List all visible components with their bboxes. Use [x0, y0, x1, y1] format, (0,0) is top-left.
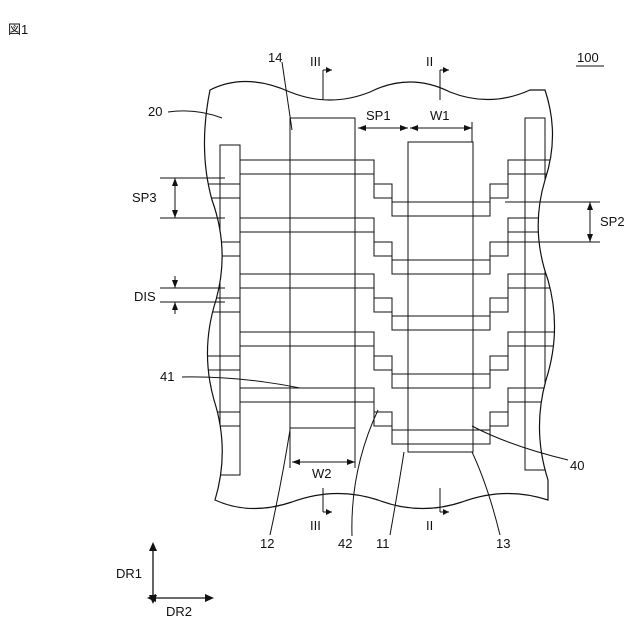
- pillar-11-13: [408, 142, 473, 452]
- section-mark-2-top: II: [426, 54, 433, 69]
- numeral-11: 11: [376, 536, 390, 551]
- wire-4-edge-0: [200, 388, 560, 430]
- panel-structure: [200, 118, 560, 475]
- label-sp2: SP2: [600, 214, 625, 229]
- numeral-12: 12: [260, 536, 274, 551]
- numeral-13: 13: [496, 536, 510, 551]
- wire-3-edge-1: [200, 346, 560, 388]
- arrowheads: [172, 125, 593, 465]
- section-marks: [323, 70, 449, 512]
- wire-3-edge-0: [200, 332, 560, 374]
- pillar-12-14: [290, 118, 355, 428]
- wire-4-edge-1: [200, 402, 560, 444]
- numeral-20: 20: [148, 104, 162, 119]
- wire-0-edge-1: [200, 174, 560, 216]
- section-mark-3-bottom: III: [310, 518, 321, 533]
- wire-1-edge-1: [200, 232, 560, 274]
- wire-2-edge-1: [200, 288, 560, 330]
- right-edge-pillar: [525, 118, 545, 470]
- device-number: 100: [577, 50, 599, 65]
- wire-0-edge-0: [200, 160, 560, 202]
- wire-1-edge-0: [200, 218, 560, 260]
- direction-dr1: DR1: [116, 566, 142, 581]
- direction-dr2: DR2: [166, 604, 192, 619]
- numeral-40: 40: [570, 458, 584, 473]
- label-sp1: SP1: [366, 108, 391, 123]
- section-mark-2-bottom: II: [426, 518, 433, 533]
- numeral-42: 42: [338, 536, 352, 551]
- numeral-14: 14: [268, 50, 282, 65]
- label-dis: DIS: [134, 289, 156, 304]
- panel-outline: [204, 81, 554, 508]
- label-w1: W1: [430, 108, 450, 123]
- figure-label: 図1: [8, 22, 28, 37]
- numeral-41: 41: [160, 369, 174, 384]
- direction-indicator: [153, 548, 208, 598]
- label-w2: W2: [312, 466, 332, 481]
- section-mark-3-top: III: [310, 54, 321, 69]
- wire-2-edge-0: [200, 274, 560, 316]
- wiring-lines: [200, 160, 560, 444]
- label-sp3: SP3: [132, 190, 157, 205]
